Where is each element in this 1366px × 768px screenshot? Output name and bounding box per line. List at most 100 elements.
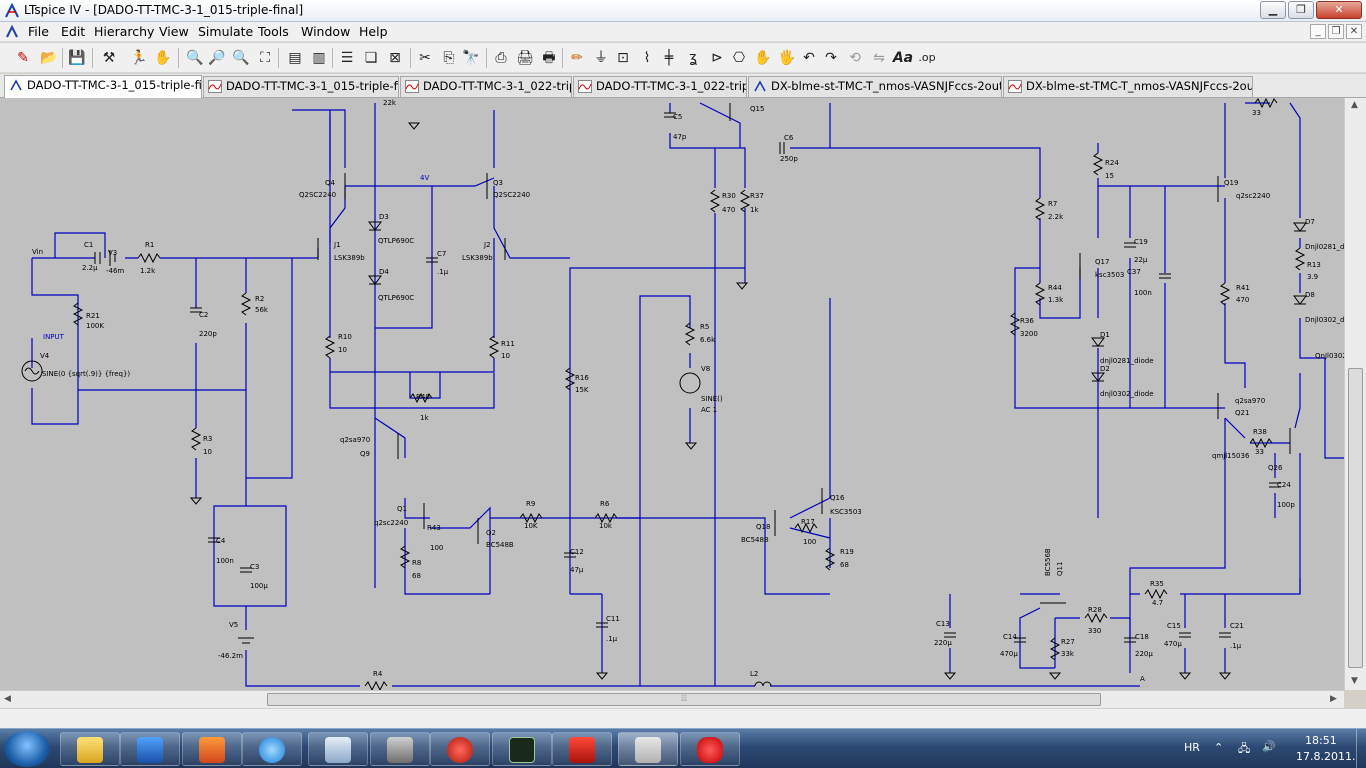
menu-help[interactable]: Help (359, 24, 388, 39)
tab-waveform-022-a[interactable]: DADO-TT-TMC-3-1_022-triple (400, 76, 572, 97)
menu-tools[interactable]: Tools (258, 24, 289, 39)
cascade-icon[interactable]: ❏ (364, 50, 378, 66)
move-icon[interactable]: ✋ (754, 50, 772, 66)
vertical-scroll-thumb[interactable] (1348, 368, 1363, 668)
tab-schematic-dx[interactable]: DX-blme-st-TMC-T_nmos-VASNJFccs-2outpair (748, 76, 1002, 97)
value-c12: 47µ (570, 566, 584, 574)
menu-window[interactable]: Window (301, 24, 351, 39)
mdi-minimize-button[interactable]: _ (1310, 24, 1326, 39)
tab-waveform-022-b[interactable]: DADO-TT-TMC-3-1_022-triple (573, 76, 747, 97)
menu-view[interactable]: View (159, 24, 189, 39)
open-icon[interactable]: 📂 (40, 50, 58, 66)
language-indicator[interactable]: HR (1184, 741, 1200, 754)
taskbar-pdf-reader[interactable] (552, 732, 612, 766)
zoom-fit-icon[interactable]: ⛶ (260, 50, 270, 66)
scroll-right-icon[interactable]: ▶ (1330, 694, 1337, 704)
halt-icon[interactable]: ✋ (154, 50, 172, 66)
toolbar-separator (332, 48, 333, 68)
taskbar-oscilloscope[interactable] (492, 732, 552, 766)
component-icon[interactable]: ⎔ (732, 50, 746, 66)
taskbar-explorer[interactable] (60, 732, 120, 766)
horizontal-scrollbar[interactable]: ◀ ⦙⦙⦙ ▶ (0, 690, 1344, 708)
menu-file[interactable]: File (28, 24, 49, 39)
redo-icon[interactable]: ↷ (825, 50, 837, 66)
taskbar-internet-explorer[interactable] (242, 732, 302, 766)
oscilloscope-icon (509, 737, 535, 763)
text-icon[interactable]: Aa (892, 50, 914, 66)
run-icon[interactable]: 🏃 (130, 50, 148, 66)
start-button[interactable] (4, 731, 50, 767)
tab-waveform-015[interactable]: DADO-TT-TMC-3-1_015-triple-final (203, 76, 399, 97)
mdi-restore-button[interactable]: ❐ (1328, 24, 1344, 39)
zoom-out-icon[interactable]: 🔍 (232, 50, 250, 66)
waveform-alt-icon[interactable]: ▥ (312, 50, 326, 66)
schematic-canvas[interactable]: Vin INPUT 4V C1 2.2µ V3 -46m R1 1.2k R21… (0, 98, 1344, 690)
scroll-up-icon[interactable]: ▲ (1351, 100, 1358, 110)
print-setup-icon[interactable]: ⎙ (495, 50, 507, 66)
label-c4: C4 (216, 537, 226, 545)
label-q26: Q26 (1268, 464, 1283, 472)
label-q17: Q17 (1095, 258, 1109, 266)
print-preview-icon[interactable]: 🖶 (542, 50, 556, 66)
rotate-icon[interactable]: ⟲ (849, 50, 861, 66)
horizontal-scroll-thumb[interactable]: ⦙⦙⦙ (267, 693, 1101, 706)
copy-icon[interactable]: ⎘ (443, 50, 455, 66)
ground-icon[interactable]: ⏚ (594, 50, 608, 66)
taskbar-media-player[interactable] (120, 732, 180, 766)
tab-waveform-dx[interactable]: DX-blme-st-TMC-T_nmos-VASNJFccs-2outpair (1003, 76, 1253, 97)
maximize-button[interactable]: ❐ (1288, 1, 1314, 19)
model-d4: QTLP690C (378, 294, 414, 302)
mirror-icon[interactable]: ⇋ (873, 50, 885, 66)
draw-wire-icon[interactable]: ✏ (571, 50, 583, 66)
taskbar-office[interactable] (182, 732, 242, 766)
taskbar-mail[interactable] (308, 732, 368, 766)
menu-hierarchy[interactable]: Hierarchy (94, 24, 155, 39)
cut-icon[interactable]: ✂ (419, 50, 431, 66)
undo-icon[interactable]: ↶ (803, 50, 815, 66)
volume-icon[interactable]: 🔊 (1262, 740, 1276, 753)
wrench-icon (387, 737, 413, 763)
diode-icon[interactable]: ⊳ (711, 50, 723, 66)
drag-icon[interactable]: 🖐 (778, 50, 796, 66)
minimize-button[interactable]: ▁ (1260, 1, 1286, 19)
waveform-icon[interactable]: ▤ (288, 50, 302, 66)
label-r6: R6 (600, 500, 610, 508)
close-window-icon[interactable]: ⊠ (389, 50, 401, 66)
capacitor-icon[interactable]: ╪ (664, 50, 674, 66)
scroll-down-icon[interactable]: ▼ (1351, 676, 1358, 686)
tile-horizontal-icon[interactable]: ☰ (340, 50, 354, 66)
taskbar-ltspice[interactable] (618, 732, 678, 766)
clock-date[interactable]: 17.8.2011. (1296, 750, 1356, 763)
show-desktop-button[interactable] (1356, 729, 1366, 768)
save-icon[interactable]: 💾 (68, 50, 86, 66)
show-hidden-icons-icon[interactable]: ⌃ (1214, 741, 1224, 754)
net-label-icon[interactable]: ⊡ (617, 50, 629, 66)
inductor-icon[interactable]: ʓ (688, 50, 698, 66)
tab-schematic-015[interactable]: DADO-TT-TMC-3-1_015-triple-final (4, 75, 202, 98)
value-v8-ac: AC 1 (701, 406, 717, 414)
value-c4: 100n (216, 557, 234, 565)
taskbar-security[interactable] (430, 732, 490, 766)
menu-simulate[interactable]: Simulate (198, 24, 254, 39)
zoom-pan-icon[interactable]: 🔎 (208, 50, 226, 66)
taskbar-tool[interactable] (370, 732, 430, 766)
mdi-close-button[interactable]: ✕ (1346, 24, 1362, 39)
scroll-left-icon[interactable]: ◀ (4, 694, 11, 704)
new-schematic-icon[interactable]: ✎ (17, 50, 29, 66)
print-icon[interactable]: 🖨 (516, 50, 534, 66)
value-c7: .1µ (437, 268, 449, 276)
close-button[interactable]: ✕ (1316, 1, 1362, 19)
network-icon[interactable]: 🖧 (1238, 742, 1251, 755)
document-icon[interactable] (4, 24, 20, 40)
control-panel-icon[interactable]: ⚒ (102, 50, 116, 66)
taskbar-app[interactable] (680, 732, 740, 766)
zoom-in-icon[interactable]: 🔍 (186, 50, 204, 66)
spice-directive-icon[interactable]: .op (918, 51, 936, 64)
vertical-scrollbar[interactable]: ▲ ▼ (1344, 98, 1366, 690)
label-c1: C1 (84, 241, 93, 249)
clock-time[interactable]: 18:51 (1305, 734, 1337, 747)
find-icon[interactable]: 🔭 (462, 50, 480, 66)
resistor-icon[interactable]: ⌇ (643, 50, 651, 66)
menu-edit[interactable]: Edit (61, 24, 86, 39)
label-r24: R24 (1105, 159, 1119, 167)
